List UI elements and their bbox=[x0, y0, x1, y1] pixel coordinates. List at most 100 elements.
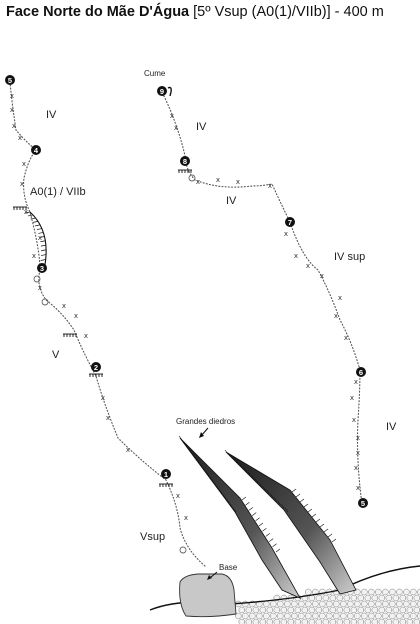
belay-3: 3 bbox=[37, 263, 47, 273]
talus-rock bbox=[277, 600, 284, 608]
serration-spike bbox=[269, 538, 274, 542]
belay-5-left: 5 bbox=[5, 75, 15, 85]
talus-rock bbox=[357, 594, 365, 602]
belay-6: 6 bbox=[356, 367, 366, 377]
talus-rock bbox=[322, 618, 330, 624]
belay-anchor-bar bbox=[89, 373, 103, 377]
talus-rock bbox=[329, 618, 337, 624]
serration-spike bbox=[269, 493, 274, 498]
talus-rock bbox=[417, 600, 420, 608]
talus-rock bbox=[284, 600, 291, 608]
bolt-marker: x bbox=[306, 262, 310, 270]
talus-rock bbox=[336, 618, 344, 624]
piton-circle bbox=[188, 174, 196, 182]
serration-spike bbox=[315, 518, 321, 523]
talus-rock bbox=[350, 618, 358, 624]
talus-rock bbox=[287, 618, 295, 624]
talus-rock bbox=[329, 606, 337, 614]
belay-number: 8 bbox=[183, 157, 187, 166]
serration-spike bbox=[222, 494, 227, 499]
grade-pitch-3: A0(1) / VIIb bbox=[30, 186, 86, 198]
talus-rock bbox=[308, 618, 316, 624]
talus-rock bbox=[364, 606, 372, 614]
talus-rock bbox=[392, 606, 400, 614]
talus-rock bbox=[343, 618, 351, 624]
talus-rock bbox=[270, 612, 277, 620]
talus-rock bbox=[403, 600, 410, 608]
bolt-marker: x bbox=[294, 252, 298, 260]
belay-number: 5 bbox=[361, 499, 365, 508]
serration-spike bbox=[224, 449, 229, 455]
serration-spike bbox=[255, 517, 260, 522]
serration-spike bbox=[241, 496, 247, 501]
hatch-tick bbox=[40, 240, 46, 243]
dihedral-serrations bbox=[178, 435, 337, 553]
talus-rock bbox=[406, 618, 414, 624]
dihedral-left bbox=[179, 437, 301, 599]
serration-spike bbox=[215, 485, 220, 490]
talus-rock bbox=[343, 606, 351, 614]
talus-rock bbox=[294, 618, 302, 624]
talus-rock bbox=[413, 594, 420, 602]
talus-rock bbox=[287, 606, 295, 614]
serration-spike bbox=[319, 523, 325, 528]
talus-rock bbox=[361, 600, 368, 608]
bolt-marker: x bbox=[284, 230, 288, 238]
talus-rock bbox=[382, 588, 389, 596]
talus-rock bbox=[399, 618, 407, 624]
hatch-tick bbox=[36, 228, 42, 230]
talus-rock bbox=[368, 588, 375, 596]
talus-rock bbox=[301, 618, 309, 624]
dihedrals-label: Grandes diedros bbox=[176, 417, 235, 426]
bolt-marker: x bbox=[344, 334, 348, 342]
talus-rock bbox=[263, 612, 270, 620]
hatch-tick bbox=[39, 236, 45, 238]
talus-rock bbox=[319, 612, 326, 620]
talus-rock bbox=[406, 606, 414, 614]
bolt-marker: x bbox=[24, 208, 28, 216]
talus-rock bbox=[238, 606, 246, 614]
talus-rock bbox=[378, 618, 386, 624]
hatch-tick bbox=[41, 249, 47, 252]
belay-2: 2 bbox=[91, 362, 101, 372]
belay-7: 7 bbox=[285, 217, 295, 227]
serration-spike bbox=[212, 480, 216, 486]
serration-spike bbox=[331, 538, 337, 543]
talus-rock bbox=[368, 612, 375, 620]
piton-circles bbox=[33, 174, 196, 554]
talus-rock bbox=[312, 612, 319, 620]
talus-rock bbox=[270, 600, 277, 608]
bolt-marker: x bbox=[354, 464, 358, 472]
serration-spike bbox=[284, 507, 289, 513]
talus-rock bbox=[333, 612, 340, 620]
serration-spike bbox=[245, 501, 250, 506]
grade-pitch-2: V bbox=[52, 349, 60, 361]
bolt-marker: x bbox=[176, 492, 180, 500]
belay-anchor-bar bbox=[13, 206, 27, 210]
talus-rock bbox=[396, 588, 403, 596]
serration-spike bbox=[275, 548, 281, 553]
talus-rock bbox=[273, 618, 281, 624]
diagram-title: Face Norte do Mãe D'Água [5º Vsup (A0(1)… bbox=[6, 3, 384, 20]
title-route-name: Face Norte do Mãe D'Água bbox=[6, 3, 190, 20]
talus-rock bbox=[396, 612, 403, 620]
hatch-tick bbox=[24, 211, 31, 214]
talus-rock bbox=[259, 618, 267, 624]
talus-rock bbox=[389, 612, 396, 620]
belay-number: 3 bbox=[40, 264, 44, 273]
talus-rock bbox=[259, 606, 267, 614]
talus-rock bbox=[371, 618, 379, 624]
serration-spike bbox=[229, 503, 233, 508]
grade-pitch-4: IV bbox=[46, 109, 57, 121]
serration-spike bbox=[327, 533, 333, 538]
title-grade-length: [5º Vsup (A0(1)/VIIb)] - 400 m bbox=[189, 4, 384, 20]
talus-rock bbox=[357, 618, 365, 624]
talus-field bbox=[235, 588, 420, 624]
talus-rock bbox=[305, 612, 312, 620]
serration-spike bbox=[262, 527, 267, 532]
bolt-marker: x bbox=[216, 176, 220, 184]
talus-rock bbox=[343, 594, 351, 602]
bolt-marker: x bbox=[20, 180, 24, 188]
serration-spike bbox=[219, 489, 223, 495]
